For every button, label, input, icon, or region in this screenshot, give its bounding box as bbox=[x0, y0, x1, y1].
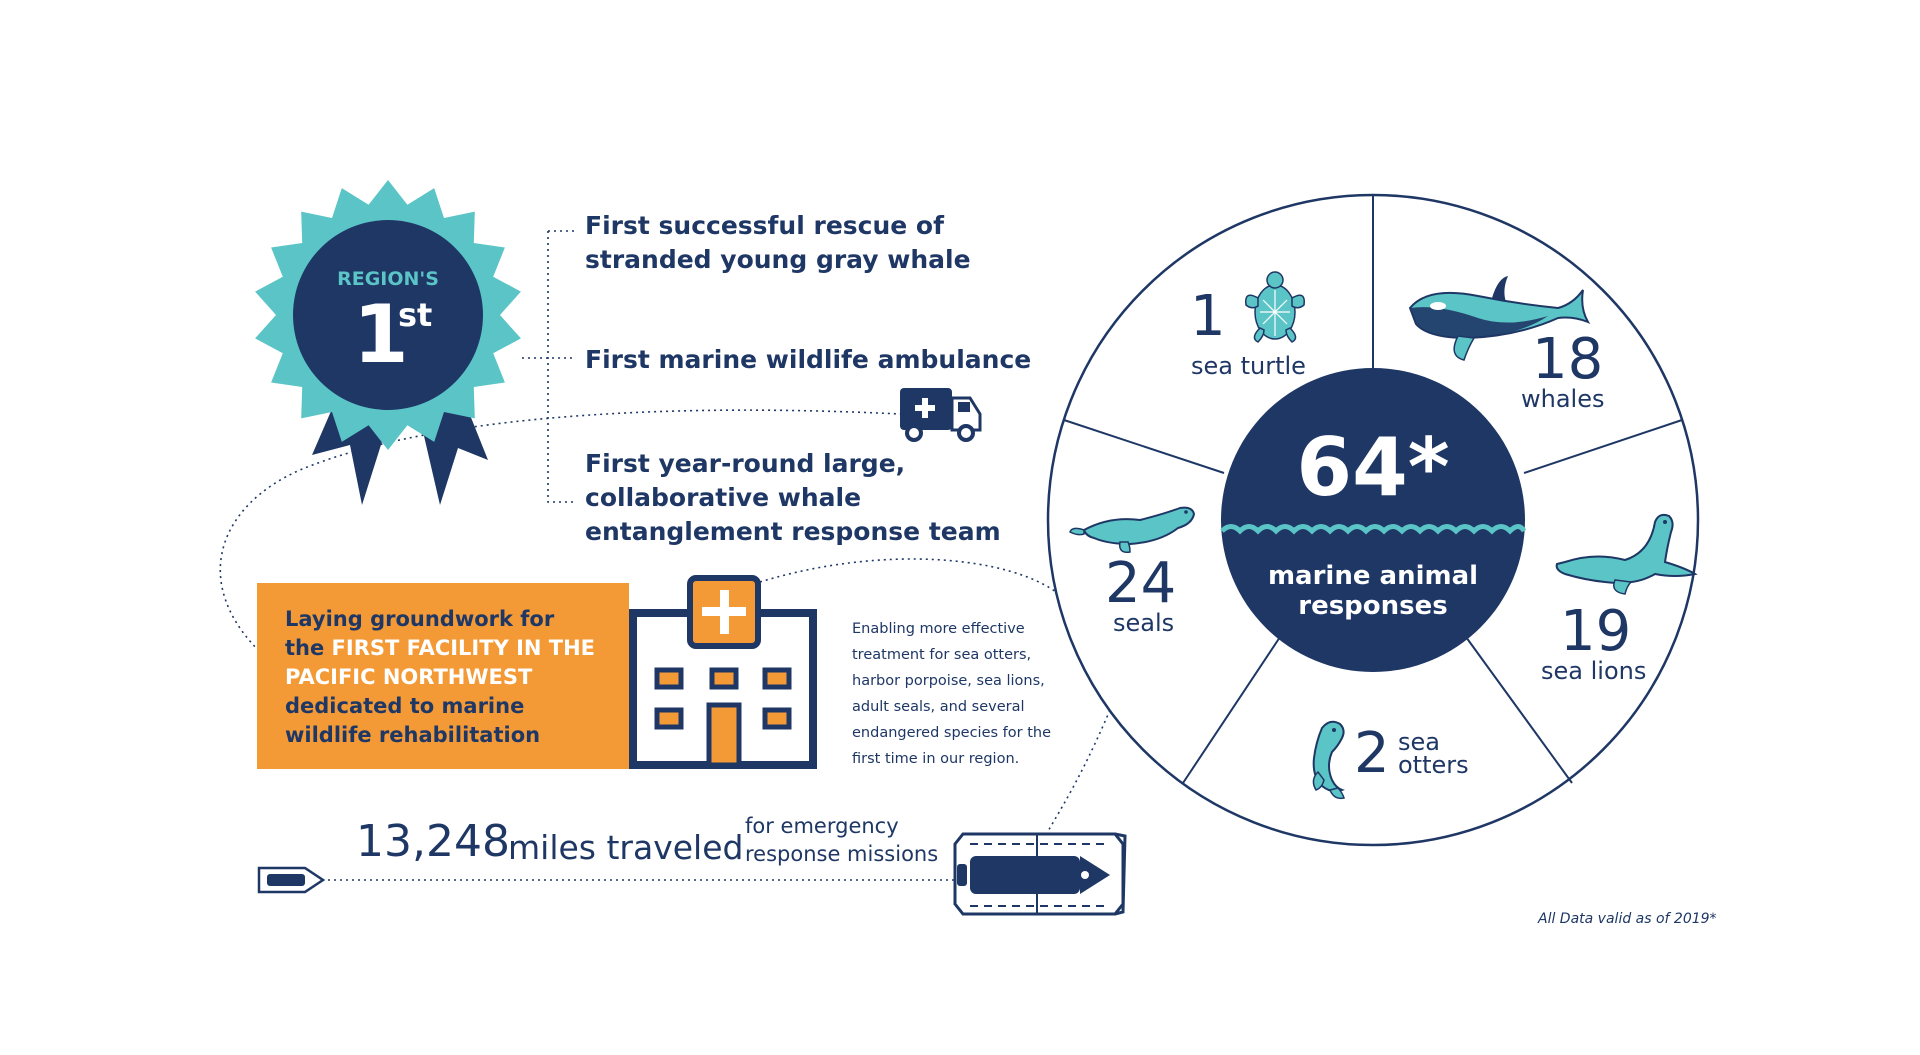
orca-icon bbox=[1408, 276, 1591, 361]
sea-turtle-icon bbox=[1245, 271, 1305, 343]
water-wave-line bbox=[1220, 524, 1527, 535]
first-team-line-1: First year-round large, bbox=[585, 449, 906, 478]
facility-line-2: the FIRST FACILITY IN THE bbox=[285, 634, 625, 663]
sea-lions-label: sea lions bbox=[1541, 657, 1647, 685]
seals-label: seals bbox=[1113, 609, 1175, 637]
miles-number: 13,248 bbox=[356, 816, 510, 867]
first-rescue-text: First successful rescue of stranded youn… bbox=[585, 209, 971, 277]
badge-number: 1 bbox=[353, 288, 409, 381]
facility-line-4: dedicated to marine bbox=[285, 694, 525, 718]
miles-label: miles traveled bbox=[508, 828, 744, 867]
sea-turtle-label: sea turtle bbox=[1191, 352, 1306, 380]
enabling-line: Enabling more effective bbox=[852, 621, 1025, 637]
enabling-line: harbor porpoise, sea lions, bbox=[852, 673, 1045, 689]
first-entanglement-team-text: First year-round large, collaborative wh… bbox=[585, 447, 1001, 549]
sea-lion-icon bbox=[1555, 513, 1698, 595]
badge-circle bbox=[293, 220, 483, 410]
sea-otters-count: 2 bbox=[1354, 721, 1390, 786]
first-ambulance-text: First marine wildlife ambulance bbox=[585, 343, 1031, 377]
sea-otters-label-1: sea bbox=[1398, 728, 1440, 756]
facility-line-3-highlight: PACIFIC NORTHWEST bbox=[285, 665, 533, 689]
hospital-icon bbox=[629, 575, 817, 769]
badge-suffix: st bbox=[398, 296, 433, 334]
wheel-dividers bbox=[1063, 195, 1683, 784]
ambulance-icon bbox=[900, 388, 982, 442]
facility-line-2-highlight: FIRST FACILITY IN THE bbox=[331, 636, 596, 660]
seal-icon bbox=[1069, 506, 1196, 554]
small-boat-icon bbox=[257, 866, 326, 894]
first-ambulance-line-1: First marine wildlife ambulance bbox=[585, 345, 1032, 374]
enabling-line: adult seals, and several bbox=[852, 699, 1025, 715]
total-responses-label-2: responses bbox=[1298, 591, 1448, 621]
sea-turtle-count: 1 bbox=[1190, 284, 1226, 349]
first-team-line-3: entanglement response team bbox=[585, 517, 1001, 546]
response-wheel bbox=[1046, 193, 1700, 847]
facility-line-1: Laying groundwork for bbox=[285, 607, 555, 631]
enabling-line: endangered species for the bbox=[852, 725, 1051, 741]
enabling-text: Enabling more effective treatment for se… bbox=[852, 616, 1082, 772]
enabling-line: first time in our region. bbox=[852, 751, 1020, 767]
whales-label: whales bbox=[1521, 385, 1605, 413]
first-rescue-line-1: First successful rescue of bbox=[585, 211, 944, 240]
facility-line-5: wildlife rehabilitation bbox=[285, 723, 541, 747]
seals-count: 24 bbox=[1105, 551, 1177, 616]
first-team-line-2: collaborative whale bbox=[585, 483, 862, 512]
sea-otters-label-2: otters bbox=[1398, 751, 1469, 779]
sea-otter-icon bbox=[1312, 720, 1345, 800]
badge-label: REGION'S bbox=[337, 268, 439, 290]
total-responses-number: 64* bbox=[1296, 421, 1450, 514]
facility-line-2-prefix: the bbox=[285, 636, 332, 660]
facility-text: Laying groundwork for the FIRST FACILITY… bbox=[285, 605, 625, 750]
large-boat-icon bbox=[953, 832, 1127, 916]
sea-lions-count: 19 bbox=[1560, 599, 1632, 664]
miles-sub-2: response missions bbox=[745, 842, 939, 866]
total-responses-label-1: marine animal bbox=[1267, 561, 1479, 591]
whales-count: 18 bbox=[1532, 327, 1604, 392]
miles-sub-1: for emergency bbox=[745, 814, 899, 838]
data-footnote: All Data valid as of 2019* bbox=[1538, 911, 1717, 927]
enabling-line: treatment for sea otters, bbox=[852, 647, 1032, 663]
first-rescue-line-2: stranded young gray whale bbox=[585, 245, 971, 274]
facility-box: Laying groundwork for the FIRST FACILITY… bbox=[257, 583, 629, 769]
